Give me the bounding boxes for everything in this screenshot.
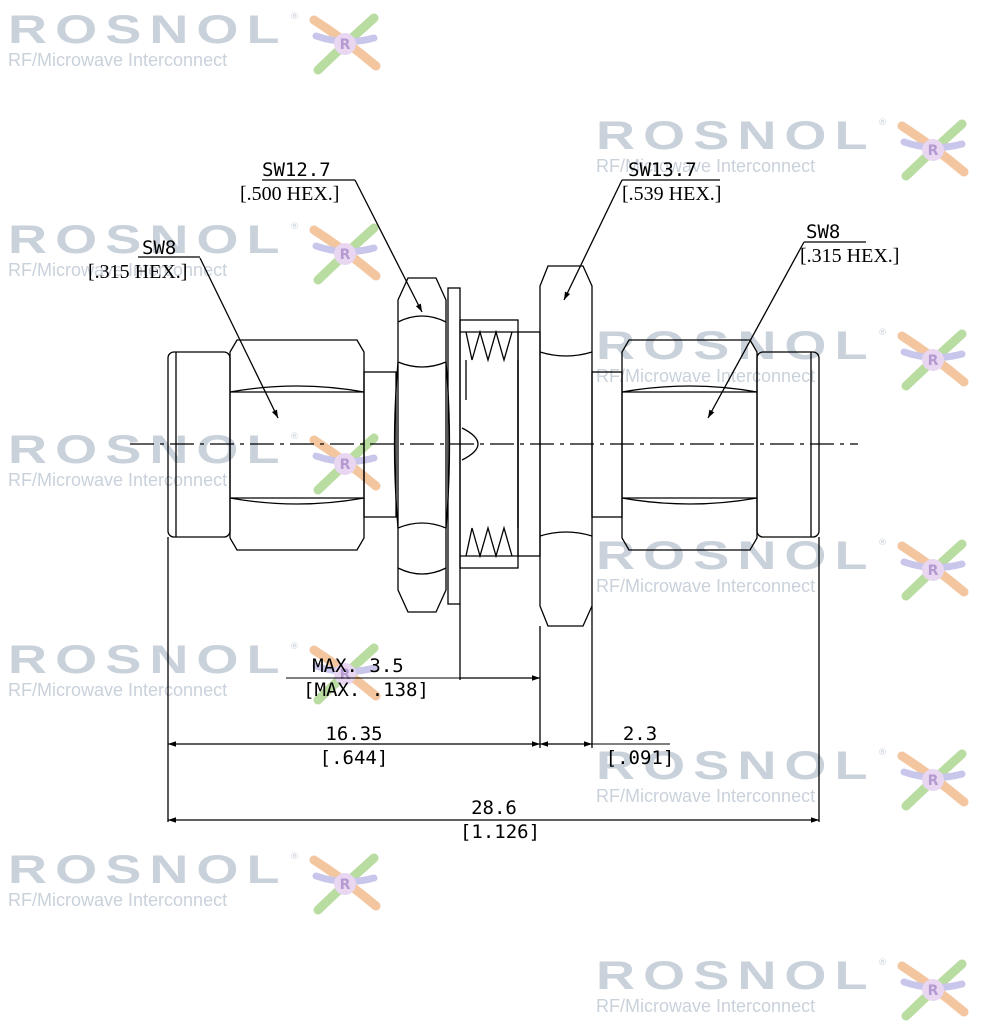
right-hex-sw8	[621, 339, 758, 551]
watermark-brand: ROSNOL	[596, 324, 876, 368]
rosnol-star-logo-icon: R	[897, 749, 969, 811]
watermark-subtitle: RF/Microwave Interconnect	[8, 890, 228, 910]
rosnol-star-logo-icon: R	[897, 329, 969, 391]
watermark: ROSNOL ® RF/Microwave Interconnect R	[596, 114, 976, 184]
watermark-subtitle: RF/Microwave Interconnect	[8, 260, 228, 280]
watermark-brand: ROSNOL	[8, 8, 288, 52]
callout-hex-body-inch: [.539 HEX.]	[622, 183, 721, 205]
left-hex-sw8	[229, 339, 365, 551]
svg-text:R: R	[340, 37, 351, 53]
watermark: ROSNOL ® RF/Microwave Interconnect R	[596, 534, 976, 604]
svg-text:R: R	[340, 877, 351, 893]
watermark-registered: ®	[878, 958, 887, 968]
watermark-brand: ROSNOL	[8, 428, 288, 472]
watermark-brand: ROSNOL	[596, 114, 876, 158]
watermark-brand: ROSNOL	[8, 218, 288, 262]
watermark-brand: ROSNOL	[596, 744, 876, 788]
watermark: ROSNOL ® RF/Microwave Interconnect R	[8, 638, 388, 708]
callout-nut-front-size: SW12.7	[262, 159, 331, 181]
dim-flange-inch: [.091]	[606, 747, 675, 769]
connector-drawing: SW8 [.315 HEX.] SW12.7 [.500 HEX.] SW13.…	[88, 159, 899, 843]
watermark-brand: ROSNOL	[8, 848, 288, 892]
watermark-registered: ®	[878, 118, 887, 128]
right-plug-end	[756, 351, 820, 538]
watermark-registered: ®	[290, 852, 299, 862]
watermark: ROSNOL ® RF/Microwave Interconnect R	[8, 218, 388, 288]
watermark-registered: ®	[290, 642, 299, 652]
svg-text:R: R	[340, 457, 351, 473]
watermark: ROSNOL ® RF/Microwave Interconnect R	[8, 8, 388, 78]
dim-front-mm: 16.35	[325, 723, 382, 745]
dim-panel-mm: MAX. 3.5	[312, 655, 404, 677]
watermark-registered: ®	[290, 12, 299, 22]
watermark: ROSNOL ® RF/Microwave Interconnect R	[8, 848, 388, 918]
leader-hex-body	[563, 179, 623, 301]
watermark-registered: ®	[878, 748, 887, 758]
extension-lines	[167, 537, 820, 822]
leader-nut-front	[354, 179, 423, 313]
svg-text:R: R	[928, 563, 939, 579]
watermark-brand: ROSNOL	[596, 534, 876, 578]
watermark: ROSNOL ® RF/Microwave Interconnect R	[8, 428, 388, 498]
leader-hex-left	[199, 257, 279, 419]
watermark-subtitle: RF/Microwave Interconnect	[8, 50, 228, 70]
watermark-brand: ROSNOL	[596, 954, 876, 998]
watermark-registered: ®	[290, 222, 299, 232]
callout-nut-front-inch: [.500 HEX.]	[240, 183, 339, 205]
dim-flange-mm: 2.3	[623, 723, 657, 745]
drawing-canvas: ROSNOL ® RF/Microwave Interconnect R ROS…	[8, 8, 976, 1021]
rosnol-star-logo-icon: R	[309, 853, 381, 915]
watermark-subtitle: RF/Microwave Interconnect	[596, 576, 816, 596]
rosnol-star-logo-icon: R	[309, 13, 381, 75]
rosnol-star-logo-icon: R	[897, 119, 969, 181]
watermark-registered: ®	[878, 538, 887, 548]
dim-front-inch: [.644]	[320, 747, 389, 769]
watermark-brand: ROSNOL	[8, 638, 288, 682]
svg-text:R: R	[928, 353, 939, 369]
watermark-registered: ®	[878, 328, 887, 338]
svg-text:R: R	[928, 143, 939, 159]
body-hex-sw13-7	[517, 265, 593, 627]
rosnol-star-logo-icon: R	[897, 539, 969, 601]
left-neck	[363, 371, 397, 518]
rosnol-star-logo-icon: R	[309, 433, 381, 495]
callout-hex-body-size: SW13.7	[628, 159, 697, 181]
watermark-registered: ®	[290, 432, 299, 442]
callout-hex-right-inch: [.315 HEX.]	[800, 245, 899, 267]
dim-panel-inch: [MAX. .138]	[303, 679, 429, 701]
watermark: ROSNOL ® RF/Microwave Interconnect R	[596, 744, 976, 814]
callout-hex-right-size: SW8	[806, 221, 840, 243]
rosnol-star-logo-icon: R	[309, 643, 381, 705]
callout-hex-left-inch: [.315 HEX.]	[88, 261, 187, 283]
front-nut-sw12-7	[393, 277, 451, 613]
rosnol-star-logo-icon: R	[309, 223, 381, 285]
dim-overall-inch: [1.126]	[460, 821, 540, 843]
leader-hex-right	[707, 241, 805, 419]
svg-text:R: R	[928, 983, 939, 999]
svg-text:R: R	[928, 773, 939, 789]
svg-text:R: R	[340, 667, 351, 683]
watermark-subtitle: RF/Microwave Interconnect	[596, 366, 816, 386]
watermark-subtitle: RF/Microwave Interconnect	[596, 786, 816, 806]
watermark-subtitle: RF/Microwave Interconnect	[8, 470, 228, 490]
dim-overall-mm: 28.6	[471, 797, 517, 819]
watermark: ROSNOL ® RF/Microwave Interconnect R	[596, 324, 976, 394]
svg-text:R: R	[340, 247, 351, 263]
watermark-subtitle: RF/Microwave Interconnect	[596, 156, 816, 176]
callout-hex-left-size: SW8	[142, 237, 176, 259]
watermark-subtitle: RF/Microwave Interconnect	[8, 680, 228, 700]
